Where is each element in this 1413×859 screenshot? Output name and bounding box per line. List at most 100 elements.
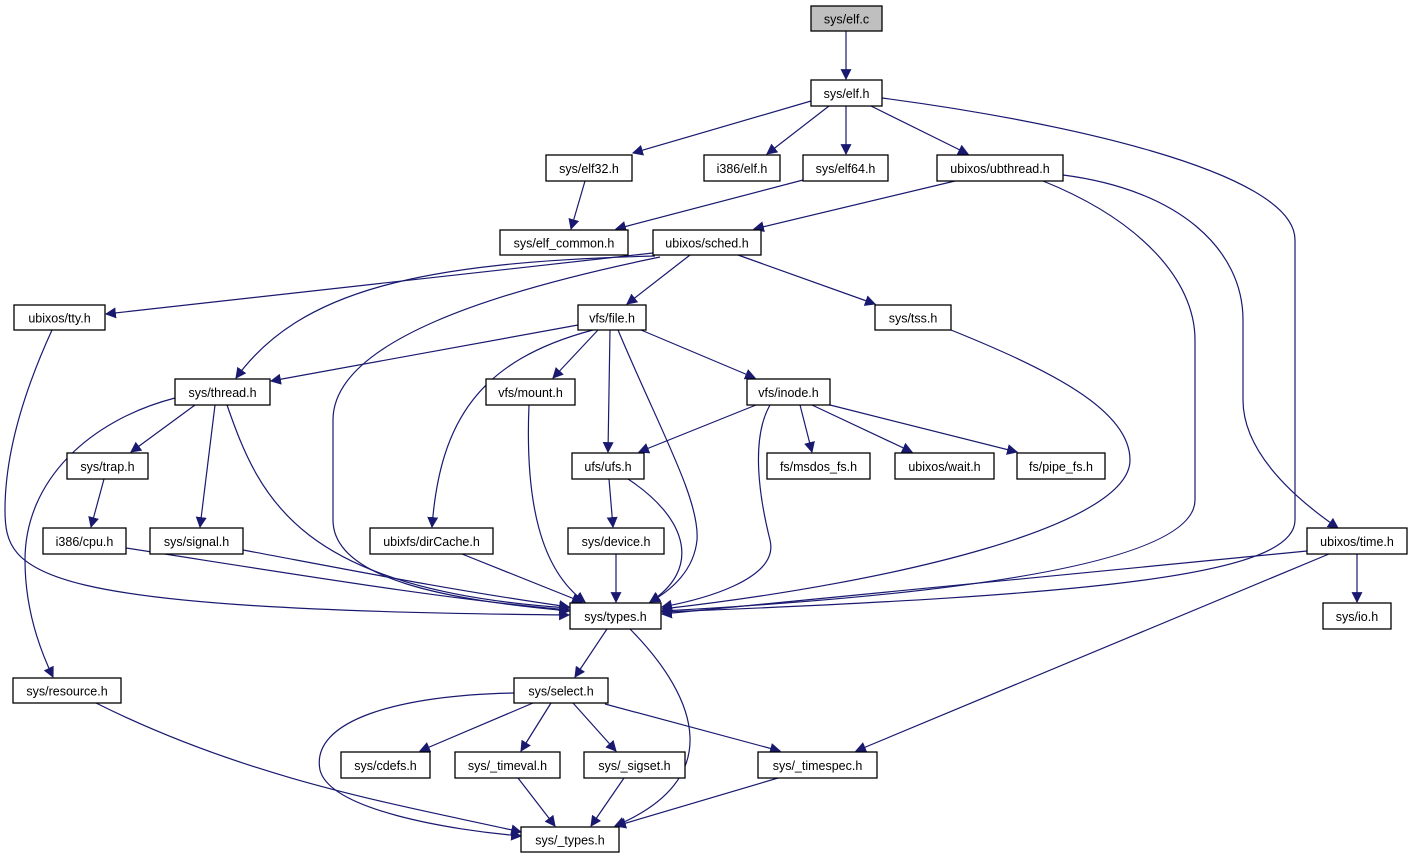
edge-inode-to-ufs bbox=[637, 404, 757, 454]
node-box bbox=[1306, 527, 1408, 555]
edge-resource-to-_types bbox=[95, 702, 523, 836]
node-box bbox=[149, 527, 244, 555]
edge-select-to-_types bbox=[318, 692, 523, 841]
node-label: ubixfs/dirCache.h bbox=[383, 535, 480, 549]
edges bbox=[4, 31, 1363, 841]
node-label: i386/cpu.h bbox=[56, 535, 114, 549]
node-cdefs[interactable]: sys/cdefs.h bbox=[340, 751, 431, 779]
edge-types-to-_types bbox=[613, 628, 691, 828]
edge-ubthread-to-types bbox=[660, 180, 1196, 616]
node-sigset[interactable]: sys/_sigset.h bbox=[583, 751, 686, 779]
node-box bbox=[746, 378, 831, 406]
edge-sched-to-thread bbox=[235, 255, 656, 379]
node-box bbox=[1016, 452, 1106, 480]
node-box bbox=[66, 452, 149, 480]
node-file[interactable]: vfs/file.h bbox=[577, 304, 647, 331]
node-resource[interactable]: sys/resource.h bbox=[12, 677, 122, 704]
node-label: sys/select.h bbox=[528, 685, 593, 699]
node-box bbox=[766, 452, 871, 480]
node-elf-c: sys/elf.c bbox=[810, 5, 883, 32]
node-inode[interactable]: vfs/inode.h bbox=[746, 378, 831, 406]
node-tss[interactable]: sys/tss.h bbox=[874, 304, 952, 331]
node--types[interactable]: sys/_types.h bbox=[520, 826, 620, 853]
node-select[interactable]: sys/select.h bbox=[513, 677, 609, 704]
node-elf-h[interactable]: sys/elf.h bbox=[810, 79, 883, 107]
edge-thread-to-signal bbox=[195, 404, 216, 529]
edge-signal-to-types bbox=[242, 549, 571, 612]
node-box bbox=[571, 452, 645, 480]
node-pipe[interactable]: fs/pipe_fs.h bbox=[1016, 452, 1106, 480]
edge-thread-to-types bbox=[226, 404, 571, 613]
node-elf32[interactable]: sys/elf32.h bbox=[545, 154, 633, 182]
edge-file-to-mount bbox=[552, 329, 599, 379]
edge-elf_h-to-elf32 bbox=[631, 100, 812, 156]
node-box bbox=[13, 304, 106, 331]
node-thread[interactable]: sys/thread.h bbox=[174, 378, 271, 406]
node-label: sys/elf.h bbox=[824, 87, 870, 101]
edge-inode-to-msdos bbox=[799, 404, 815, 454]
node-label: fs/msdos_fs.h bbox=[780, 460, 857, 474]
node-elf-common[interactable]: sys/elf_common.h bbox=[499, 229, 629, 256]
edge-inode-to-pipe bbox=[829, 404, 1019, 455]
node-io[interactable]: sys/io.h bbox=[1322, 602, 1392, 630]
edge-inode-to-wait bbox=[811, 404, 913, 453]
node-sched[interactable]: ubixos/sched.h bbox=[652, 229, 762, 256]
edge-select-to-sigset bbox=[572, 702, 617, 752]
node-trap[interactable]: sys/trap.h bbox=[66, 452, 149, 480]
node-box bbox=[652, 229, 762, 256]
edge-select-to-cdefs bbox=[418, 702, 534, 753]
edge-timeval-to-_types bbox=[517, 777, 556, 827]
node-tty[interactable]: ubixos/tty.h bbox=[13, 304, 106, 331]
node-label: ubixos/tty.h bbox=[28, 312, 90, 326]
edge-elf_h-to-types bbox=[660, 97, 1296, 618]
node-box bbox=[42, 527, 127, 555]
node-label: sys/_timeval.h bbox=[468, 759, 547, 773]
node-time[interactable]: ubixos/time.h bbox=[1306, 527, 1408, 555]
node-box bbox=[810, 79, 883, 107]
node-box bbox=[577, 304, 647, 331]
node-dircache[interactable]: ubixfs/dirCache.h bbox=[369, 527, 494, 555]
node-ufs[interactable]: ufs/ufs.h bbox=[571, 452, 645, 480]
node-label: sys/_sigset.h bbox=[598, 759, 670, 773]
node-box bbox=[369, 527, 494, 555]
node-box bbox=[12, 677, 122, 704]
node-box bbox=[894, 452, 995, 480]
node-cpu[interactable]: i386/cpu.h bbox=[42, 527, 127, 555]
node-box bbox=[583, 751, 686, 779]
node-label: sys/cdefs.h bbox=[354, 759, 417, 773]
node-ubthread[interactable]: ubixos/ubthread.h bbox=[936, 154, 1064, 182]
node-msdos[interactable]: fs/msdos_fs.h bbox=[766, 452, 871, 480]
nodes: sys/elf.c sys/elf.h sys/elf32.h i386/elf.h s… bbox=[12, 5, 1408, 853]
edge-sched-to-types bbox=[332, 256, 661, 616]
edge-file-to-ufs bbox=[602, 329, 614, 454]
node-timespec[interactable]: sys/_timespec.h bbox=[757, 751, 878, 779]
node-wait[interactable]: ubixos/wait.h bbox=[894, 452, 995, 480]
node-box bbox=[513, 677, 609, 704]
node-label: vfs/inode.h bbox=[758, 386, 819, 400]
node-box bbox=[545, 154, 633, 182]
node-signal[interactable]: sys/signal.h bbox=[149, 527, 244, 555]
node-box bbox=[340, 751, 431, 779]
edge-sched-to-tss bbox=[737, 254, 877, 306]
node-label: sys/_timespec.h bbox=[773, 759, 863, 773]
node-label: vfs/mount.h bbox=[498, 386, 563, 400]
node-box bbox=[174, 378, 271, 406]
node-box bbox=[485, 378, 576, 406]
node-mount[interactable]: vfs/mount.h bbox=[485, 378, 576, 406]
edge-ufs-to-device bbox=[606, 478, 618, 529]
node-elf64[interactable]: sys/elf64.h bbox=[802, 154, 889, 182]
node-box bbox=[567, 527, 665, 555]
node-box bbox=[499, 229, 629, 256]
node-label: vfs/file.h bbox=[589, 312, 635, 326]
node-types[interactable]: sys/types.h bbox=[569, 602, 662, 630]
node-label: fs/pipe_fs.h bbox=[1029, 460, 1093, 474]
edge-sched-to-tty bbox=[104, 252, 654, 319]
node-timeval[interactable]: sys/_timeval.h bbox=[454, 751, 561, 779]
edge-select-to-timespec bbox=[604, 703, 782, 754]
node-device[interactable]: sys/device.h bbox=[567, 527, 665, 555]
node-label: sys/trap.h bbox=[80, 460, 134, 474]
node-box bbox=[936, 154, 1064, 182]
edge-timespec-to-_types bbox=[614, 777, 779, 829]
edge-thread-to-trap bbox=[130, 404, 196, 453]
node-i386elf[interactable]: i386/elf.h bbox=[703, 154, 781, 182]
